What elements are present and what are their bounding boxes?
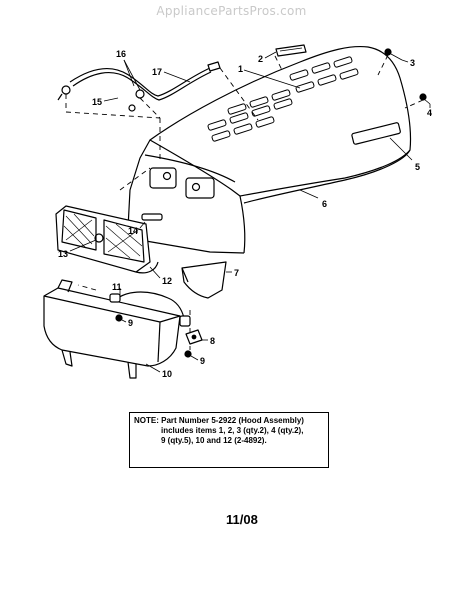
hood-part-1 [127, 45, 412, 254]
bracket-part-8 [185, 329, 203, 345]
callout-6: 6 [322, 199, 327, 209]
note-line-3: 9 (qty.5), 10 and 12 (2-4892). [161, 436, 267, 445]
callout-16: 16 [116, 49, 126, 59]
note-line-1: NOTE: Part Number 5-2922 (Hood Assembly) [134, 416, 304, 425]
callout-2: 2 [258, 54, 263, 64]
callout-14: 14 [128, 226, 138, 236]
callout-17: 17 [152, 67, 162, 77]
callout-5: 5 [415, 162, 420, 172]
callout-10: 10 [162, 369, 172, 379]
callout-12: 12 [162, 276, 172, 286]
callout-15: 15 [92, 97, 102, 107]
fastener-part-9b [184, 350, 192, 358]
callout-8: 8 [210, 336, 215, 346]
callout-7: 7 [234, 268, 239, 278]
decal-part-2 [275, 44, 307, 57]
shield-part-7 [181, 261, 227, 299]
callout-4: 4 [427, 108, 432, 118]
headlight-wiring-harness [57, 61, 221, 112]
screw-part-4 [419, 93, 431, 105]
callout-11: 11 [112, 282, 122, 292]
callout-9-upper: 9 [128, 318, 133, 328]
callout-1: 1 [238, 64, 243, 74]
grille-part-13 [55, 205, 159, 274]
wire-part-11 [109, 291, 191, 327]
callout-13: 13 [58, 249, 68, 259]
watermark: AppliancePartsPros.com [156, 4, 307, 18]
note-line-2: includes items 1, 2, 3 (qty.2), 4 (qty.2… [161, 426, 304, 435]
callout-9-lower: 9 [200, 356, 205, 366]
bumper-part-10 [43, 279, 181, 379]
date-code: 11/08 [226, 512, 258, 527]
callout-3: 3 [410, 58, 415, 68]
note-box: NOTE: Part Number 5-2922 (Hood Assembly)… [129, 412, 329, 468]
fastener-part-9a [115, 314, 123, 322]
